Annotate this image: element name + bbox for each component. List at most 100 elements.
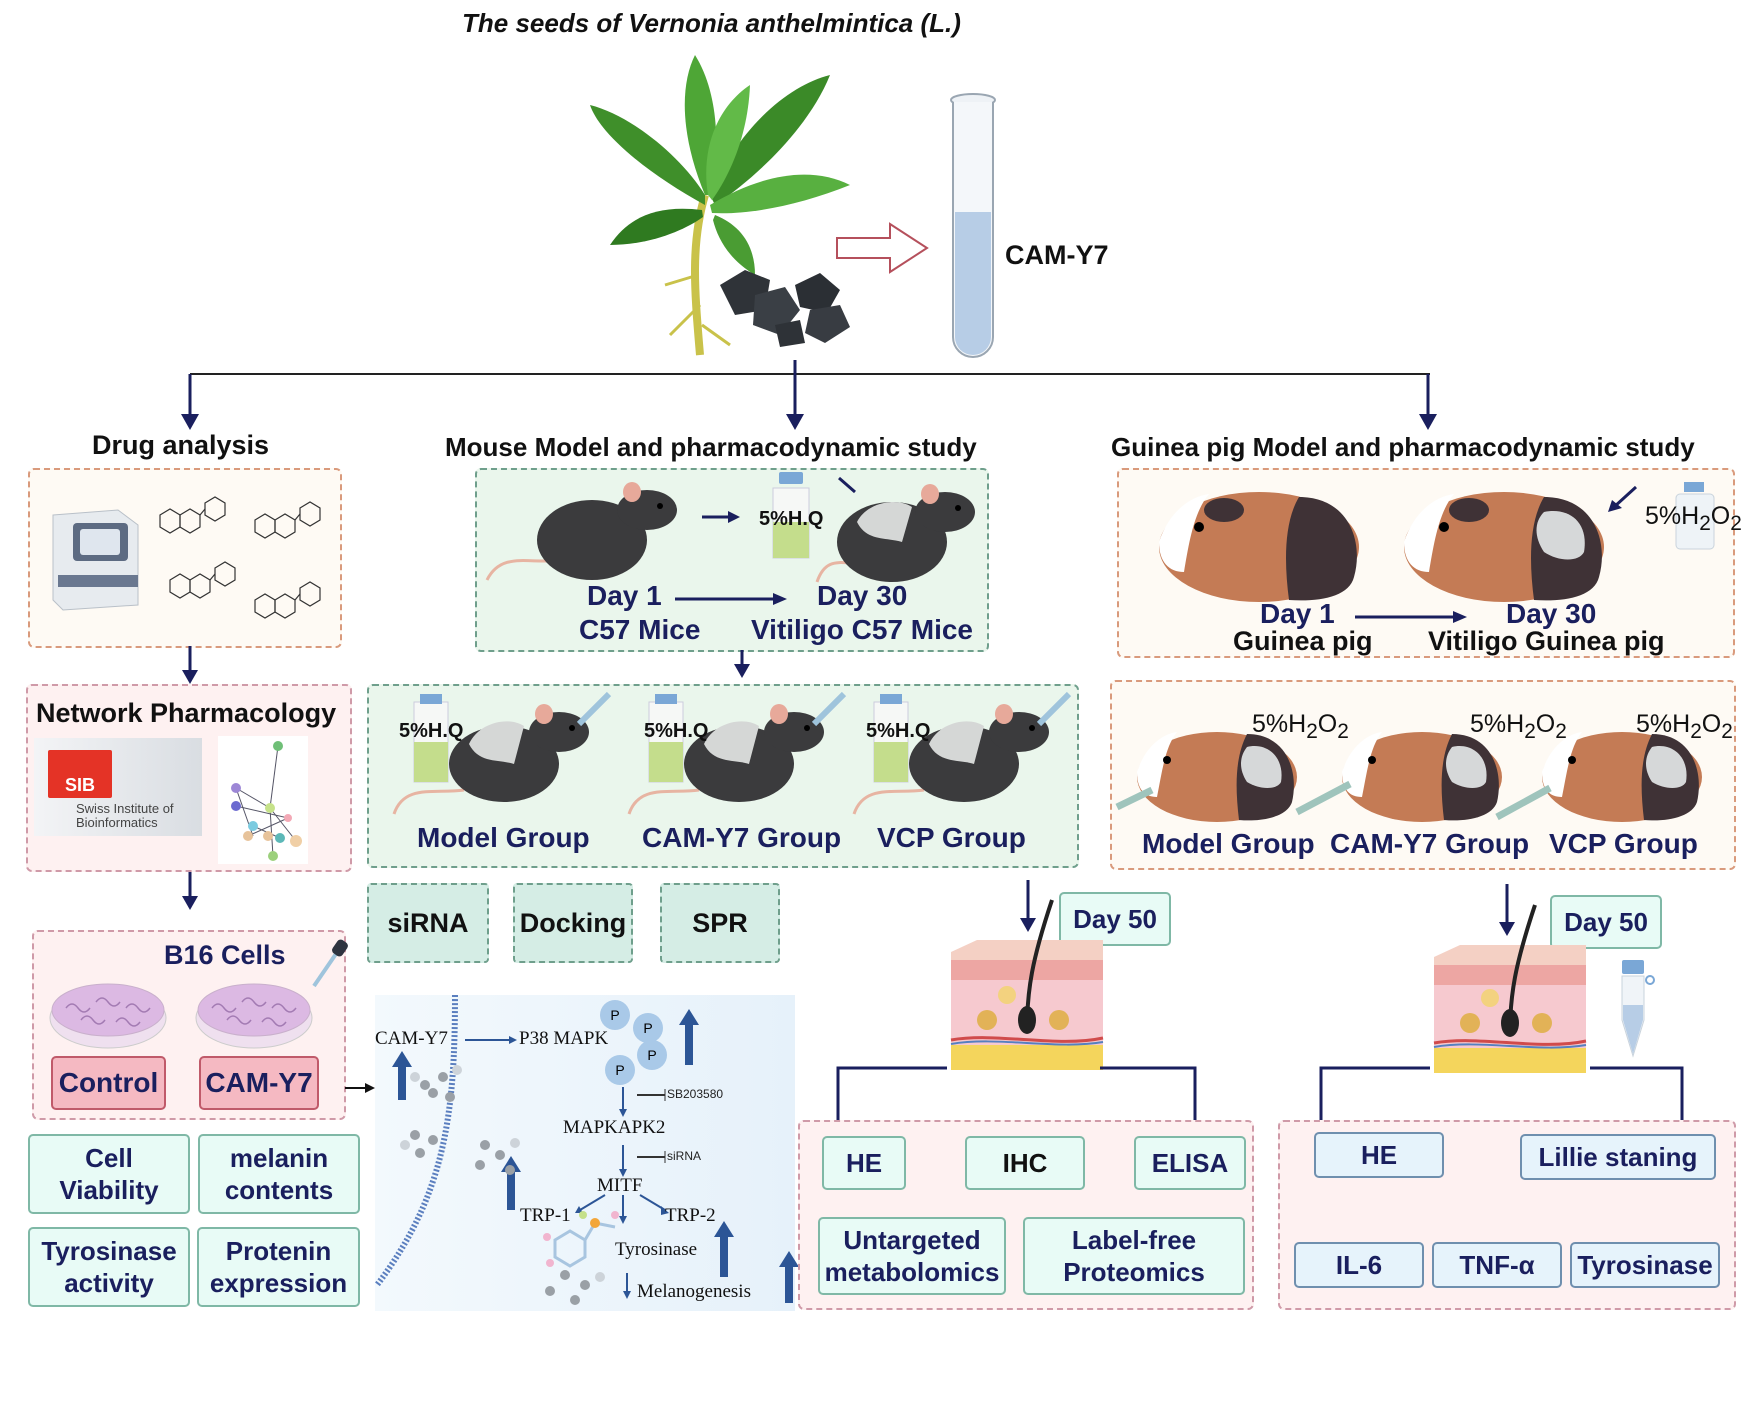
pathway-drug: CAM-Y7 (375, 1028, 448, 1049)
drug-analysis-title: Drug analysis (92, 430, 270, 460)
phospho-group: P (605, 1055, 635, 1085)
protein-network-icon (218, 736, 308, 864)
down-arrow-icon (1499, 884, 1515, 936)
pathway-melanogenesis: Melanogenesis (637, 1281, 751, 1302)
phospho-group: P (600, 1000, 630, 1030)
analysis-elisa: ELISA (1134, 1136, 1246, 1190)
plant-icon (590, 55, 850, 356)
inhibitor-sirna: siRNA (667, 1149, 702, 1163)
phospho-group: P (633, 1013, 663, 1043)
reagent-label: 5%H.Q (399, 720, 464, 742)
mouse-icon (485, 482, 677, 581)
network-pharmacology-title: Network Pharmacology (36, 698, 337, 728)
b16-cells-panel: B16 Cells Control CAM-Y7 (32, 930, 348, 1120)
guinea-analysis-panel: HE Lillie staning IL-6 TNF-α Tyrosinase (1278, 1120, 1736, 1310)
sample-tube-icon (1621, 960, 1655, 1058)
guinea-treatment-panel: 5%H2O2 5%H2O2 5%H2O2 Model Group CAM-Y7 … (1110, 680, 1736, 870)
day-50-label: Day 50 (1059, 892, 1171, 946)
pathway-trp1: TRP-1 (520, 1205, 571, 1226)
vcp-group-guinea-pig-icon (1495, 732, 1702, 822)
test-tube-icon (950, 93, 996, 358)
skin-cross-section-icon (1433, 904, 1587, 1073)
signaling-pathway-panel: P P P P CAM-Y7 P38 MAPK SB203580 MAPKAPK… (374, 994, 799, 1311)
dropper-icon (312, 939, 348, 988)
day-start-label: Day 1 (1260, 598, 1335, 629)
figure-title: The seeds of Vernonia anthelmintica (L.) (462, 8, 961, 38)
analyzer-instrument-icon (52, 509, 139, 611)
day-end-label: Day 30 (817, 580, 908, 611)
reagent-label: 5%H.Q (866, 720, 931, 742)
petri-dish-control (49, 983, 167, 1049)
seeds-icon (720, 270, 850, 347)
guinea-groups-illustration (1115, 732, 1702, 822)
reagent-bottle-icon (772, 472, 810, 559)
end-model-label: Vitiligo C57 Mice (751, 614, 973, 645)
pathway-mitf: MITF (597, 1175, 643, 1196)
cam-y7-group-guinea-pig-icon (1295, 732, 1502, 822)
reagent-label: 5%H2O2 (1252, 710, 1349, 743)
pathway-p38-mapk: P38 MAPK (519, 1028, 609, 1049)
mouse-group-vcp: VCP Group (877, 822, 1026, 853)
mouse-model-title: Mouse Model and pharmacodynamic study (445, 432, 977, 462)
method-docking: Docking (513, 883, 633, 963)
reagent-label: 5%H2O2 (1470, 710, 1567, 743)
reagent-label: 5%H.Q (644, 720, 709, 742)
group-label-cam-y7: CAM-Y7 (199, 1056, 319, 1110)
petri-dish-treated (195, 983, 313, 1049)
down-arrow-icon (182, 872, 198, 910)
day-start-label: Day 1 (587, 580, 662, 611)
mouse-induction-panel: 5%H.Q Day 1 Day 30 C57 Mice Vitiligo C57… (475, 468, 989, 652)
day-end-label: Day 30 (1506, 598, 1597, 629)
right-arrow-icon (345, 1083, 375, 1093)
network-pharmacology-panel: Network Pharmacology SIB Swiss Institute… (26, 684, 352, 872)
group-label-control: Control (51, 1056, 166, 1110)
analysis-tyrosinase: Tyrosinase (1570, 1242, 1720, 1288)
bracket-connector (1319, 1066, 1684, 1120)
guinea-group-model: Model Group (1142, 828, 1315, 859)
method-spr: SPR (660, 883, 780, 963)
day-50-label: Day 50 (1550, 895, 1662, 949)
reagent-label: 5%H2O2 (1636, 710, 1733, 743)
cam-y7-group-mouse-icon (627, 691, 847, 815)
mouse-treatment-panel: 5%H.Q 5%H.Q 5%H.Q Model Group CAM-Y7 Gro… (367, 684, 1079, 868)
b16-cells-title: B16 Cells (164, 940, 286, 970)
down-arrow-icon (182, 646, 198, 684)
pathway-trp2: TRP-2 (665, 1205, 716, 1226)
analysis-he: HE (1314, 1132, 1444, 1178)
method-sirna: siRNA (367, 883, 489, 963)
analysis-lillie-staining: Lillie staning (1520, 1134, 1716, 1180)
analysis-ihc: IHC (965, 1136, 1085, 1190)
flavonoid-structure-icon (159, 496, 321, 619)
reagent-label: 5%H2O2 (1645, 502, 1742, 535)
pathway-mapkapk2: MAPKAPK2 (563, 1117, 666, 1138)
timeline-arrow-icon (675, 593, 787, 605)
pathway-graphics (374, 994, 799, 1305)
outline-arrow-icon (836, 222, 929, 274)
vitiligo-guinea-pig-icon (1404, 485, 1638, 602)
vitiligo-mouse-icon (815, 476, 975, 583)
analysis-he: HE (822, 1136, 906, 1190)
phospho-group: P (637, 1040, 667, 1070)
right-arrow-icon (702, 511, 740, 523)
guinea-group-cam-y7: CAM-Y7 Group (1330, 828, 1530, 859)
sib-logo-mark: SIB (48, 750, 112, 798)
analysis-tnf-alpha: TNF-α (1432, 1242, 1562, 1288)
analysis-il6: IL-6 (1294, 1242, 1424, 1288)
timeline-arrow-icon (1355, 611, 1467, 623)
sib-logo: SIB Swiss Institute of Bioinformatics (34, 738, 202, 836)
mouse-group-cam-y7: CAM-Y7 Group (642, 822, 842, 853)
branch-connector (181, 360, 1437, 430)
vcp-group-mouse-icon (852, 691, 1072, 815)
reagent-label: 5%H.Q (759, 508, 824, 530)
guinea-group-vcp: VCP Group (1549, 828, 1698, 859)
mouse-group-model: Model Group (417, 822, 590, 853)
model-group-mouse-icon (392, 691, 612, 815)
guinea-pig-icon (1159, 492, 1359, 602)
guinea-pigs-illustration (1159, 482, 1715, 602)
guinea-induction-panel: 5%H2O2 Day 1 Day 30 Guinea pig Vitiligo … (1117, 468, 1742, 658)
